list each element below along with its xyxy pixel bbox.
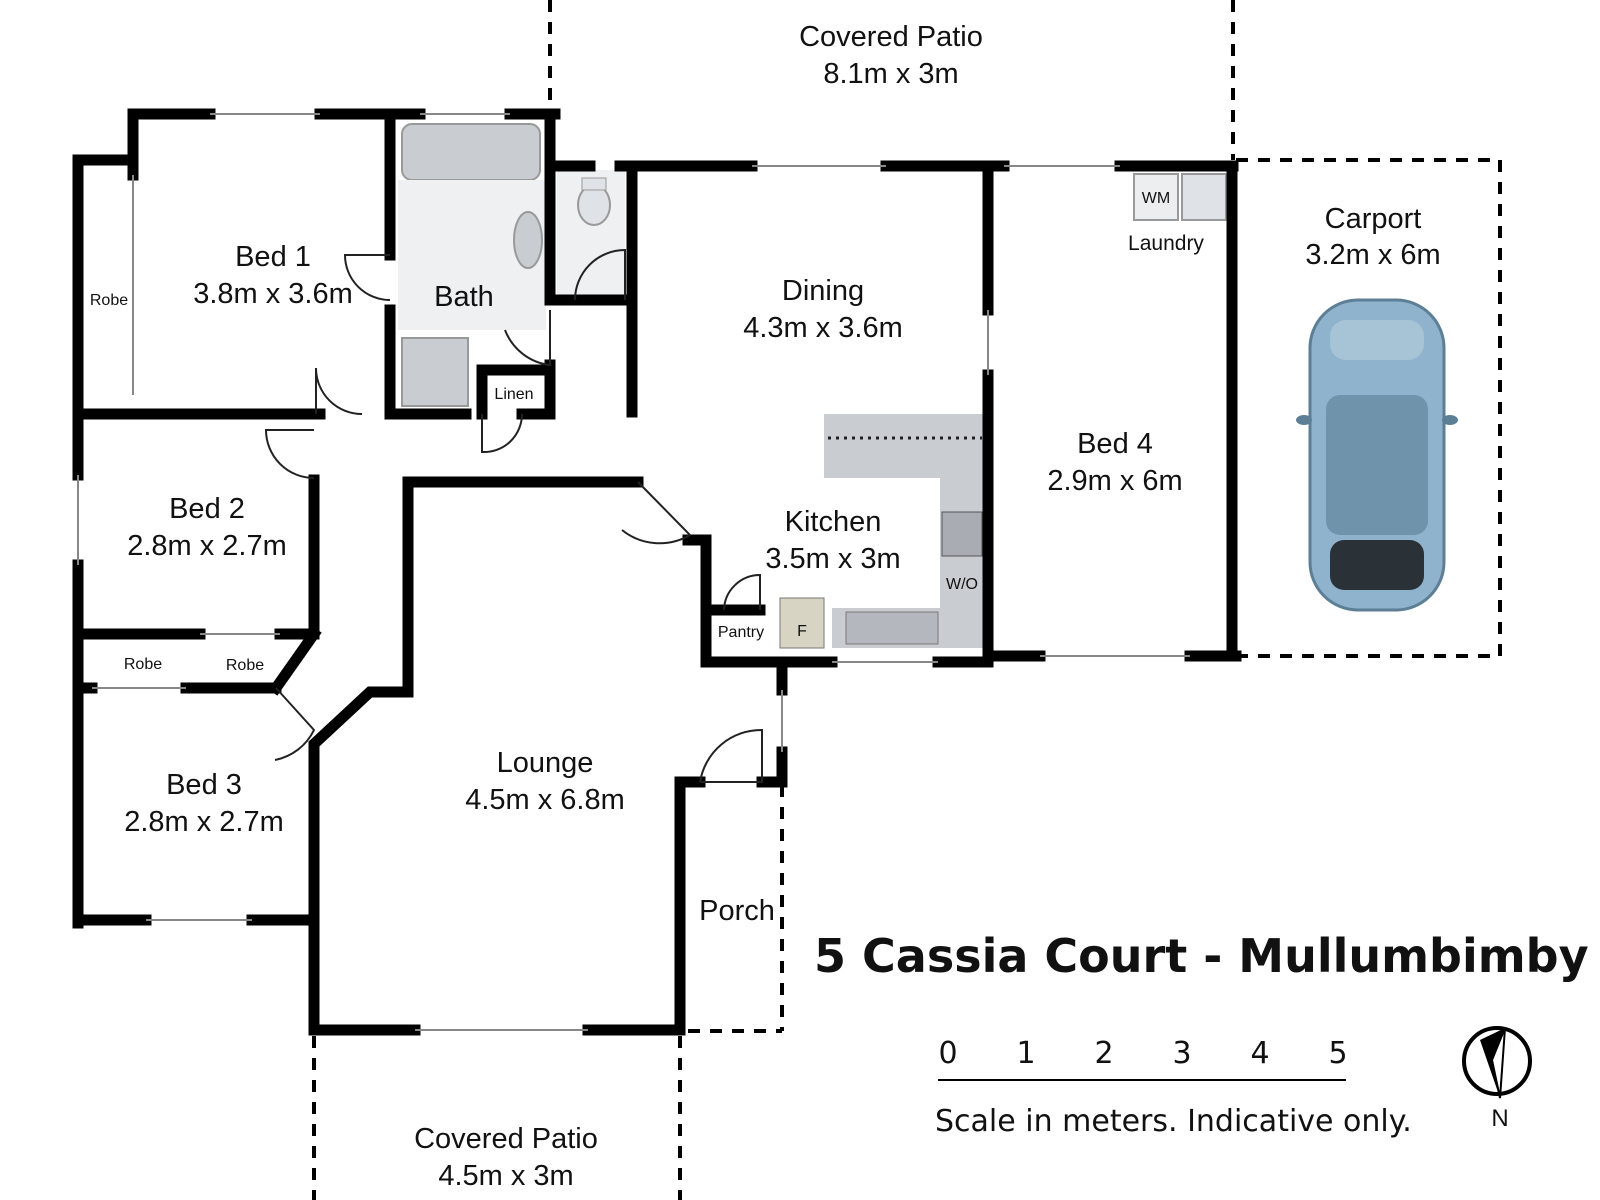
bed2-size: 2.8m x 2.7m <box>127 530 287 562</box>
kitchen-size: 3.5m x 3m <box>765 543 900 575</box>
toilet-icon <box>577 184 611 226</box>
bed1-name: Bed 1 <box>235 241 311 273</box>
robe-label-bed2-left: Robe <box>124 656 162 673</box>
lounge-name: Lounge <box>497 747 594 779</box>
compass-north-label: N <box>1491 1105 1508 1132</box>
bathtub-icon <box>401 123 541 181</box>
scale-tick-1: 1 <box>1016 1036 1035 1071</box>
scale-tick-5: 5 <box>1328 1036 1347 1071</box>
fridge-box <box>779 597 825 649</box>
robe-label-bed2-right: Robe <box>226 657 264 674</box>
bath-name: Bath <box>434 281 494 313</box>
laundry-tub-icon <box>1181 173 1227 221</box>
bed3-size: 2.8m x 2.7m <box>124 806 284 838</box>
washing-machine-label: WM <box>1142 190 1170 207</box>
walk-in-label: W/O <box>946 576 978 593</box>
carport-name: Carport <box>1325 203 1422 235</box>
porch-label: Porch <box>699 895 775 927</box>
patio-top-name: Covered Patio <box>799 21 983 53</box>
patio-top-size: 8.1m x 3m <box>823 58 958 90</box>
bed4-size: 2.9m x 6m <box>1047 465 1182 497</box>
washing-machine-box <box>1133 173 1179 221</box>
bed4-name: Bed 4 <box>1077 428 1153 460</box>
windows <box>77 113 1190 1031</box>
scale-tick-0: 0 <box>938 1036 957 1071</box>
kitchen-name: Kitchen <box>785 506 882 538</box>
bed1-size: 3.8m x 3.6m <box>193 278 353 310</box>
car-icon <box>1296 298 1458 612</box>
shower-icon <box>401 337 469 407</box>
sink-icon <box>845 611 939 645</box>
cooktop-icon <box>941 511 983 557</box>
bed2-name: Bed 2 <box>169 493 245 525</box>
bed3-name: Bed 3 <box>166 769 242 801</box>
robe-label-bed1: Robe <box>90 292 128 309</box>
basin-icon <box>513 211 543 269</box>
fixtures-graphics <box>398 123 1227 649</box>
pantry-label: Pantry <box>718 624 764 641</box>
carport-size: 3.2m x 6m <box>1305 239 1440 271</box>
scale-tick-4: 4 <box>1250 1036 1269 1071</box>
laundry-label: Laundry <box>1128 232 1204 255</box>
lounge-size: 4.5m x 6.8m <box>465 784 625 816</box>
fridge-label: F <box>797 623 807 640</box>
linen-label: Linen <box>494 386 533 403</box>
compass-icon <box>1462 1026 1532 1099</box>
patio-bottom-name: Covered Patio <box>414 1123 598 1155</box>
walls <box>72 108 1242 1036</box>
dining-name: Dining <box>782 275 864 307</box>
scale-caption: Scale in meters. Indicative only. <box>935 1104 1412 1139</box>
property-title: 5 Cassia Court - Mullumbimby <box>814 929 1589 983</box>
outdoor-boundaries <box>312 0 1502 1200</box>
scale-tick-2: 2 <box>1094 1036 1113 1071</box>
dining-size: 4.3m x 3.6m <box>743 312 903 344</box>
scale-tick-3: 3 <box>1172 1036 1191 1071</box>
kitchen-bench <box>824 414 984 648</box>
doors <box>264 248 763 783</box>
patio-bottom-size: 4.5m x 3m <box>438 1160 573 1192</box>
